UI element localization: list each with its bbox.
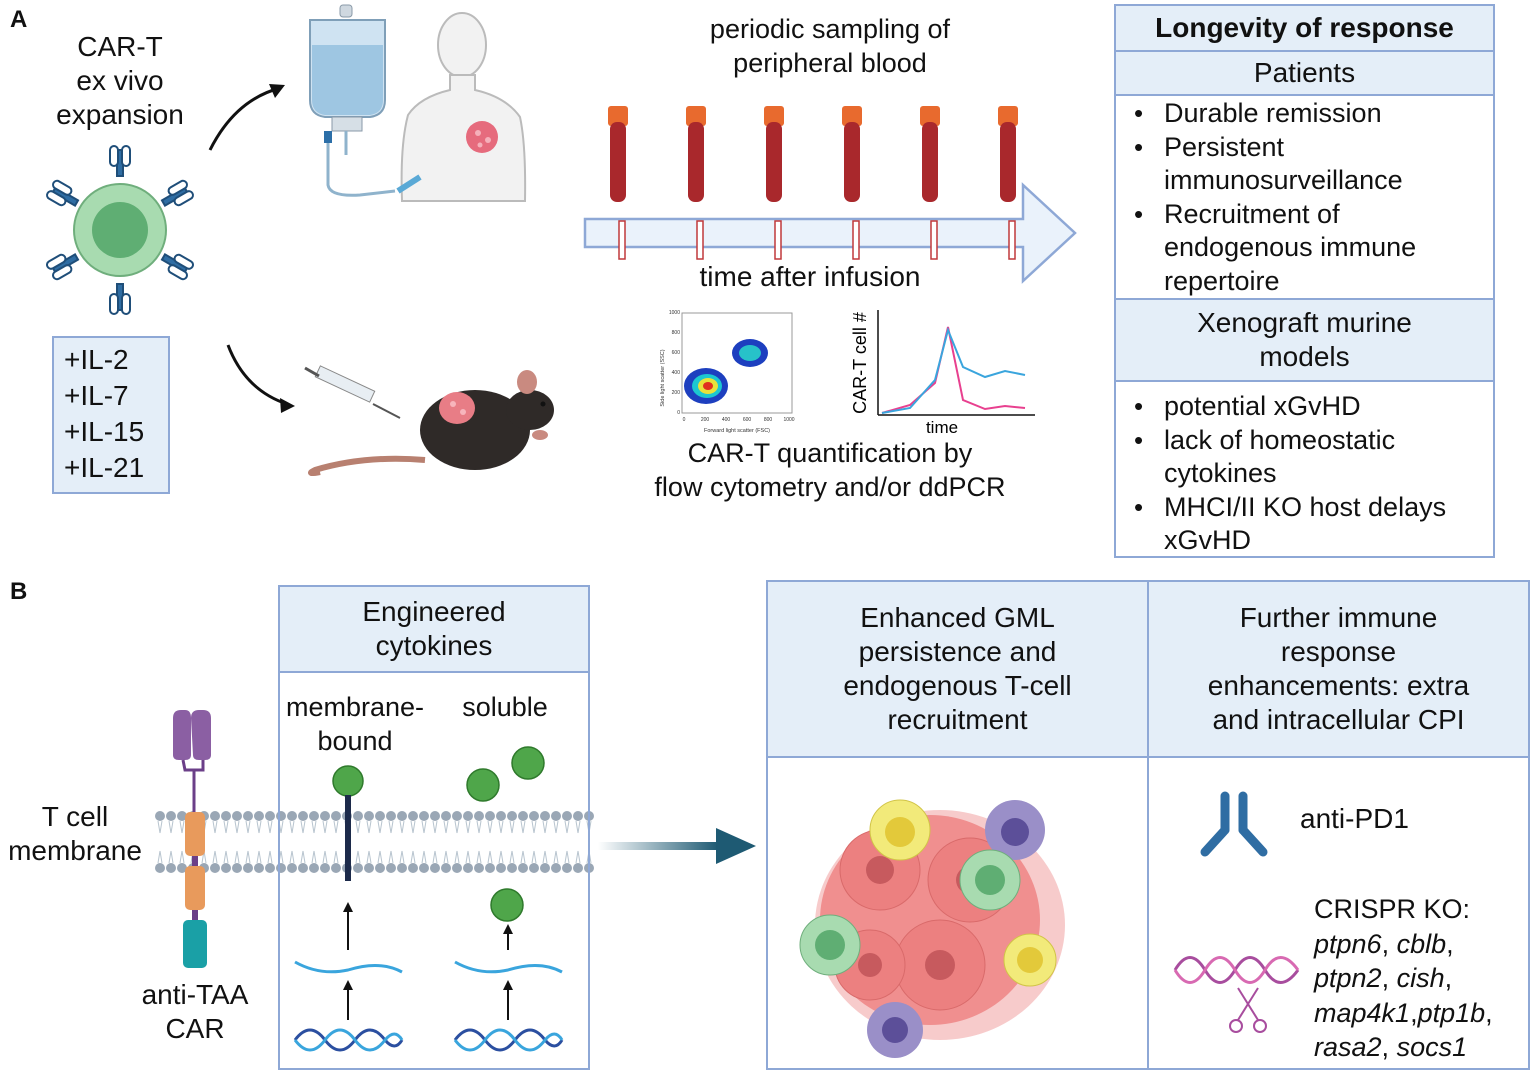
- enhanced-gml-header: Enhanced GML persistence and endogenous …: [766, 580, 1149, 758]
- membrane-bound-cytokine-icon: [332, 765, 364, 881]
- flow-xtick-label: 400: [722, 417, 731, 423]
- sampling-title: periodic sampling of peripheral blood: [709, 14, 951, 78]
- flow-ytick-label: 800: [672, 330, 681, 336]
- flow-ytick-label: 200: [672, 390, 681, 396]
- crispr-ko-list: CRISPR KO: ptpn6, cblb, ptpn2, cish, map…: [1314, 894, 1493, 1062]
- green-car-t-cell-icon: [959, 849, 1021, 911]
- timeline-arrow-icon: [583, 182, 1077, 284]
- patients-header: Patients: [1114, 50, 1495, 96]
- longevity-title: Longevity of response: [1114, 4, 1495, 52]
- flow-xtick-label: 200: [701, 417, 710, 423]
- flow-ytick-label: 600: [672, 350, 681, 356]
- list-item: lack of homeostatic cytokines: [1116, 424, 1486, 491]
- green-car-t-cell-icon: [799, 914, 861, 976]
- panel-label-a: A: [10, 6, 28, 33]
- engineered-cytokines-header: Engineered cytokines: [278, 585, 590, 673]
- patient-silhouette-icon: [396, 12, 527, 202]
- svg-text:CAR-T cell #: CAR-T cell #: [850, 312, 870, 414]
- syringe-icon: [304, 365, 401, 419]
- svg-text:time: time: [926, 418, 958, 437]
- soluble-label: soluble: [462, 692, 548, 722]
- sampling-tick: [696, 220, 704, 260]
- scissors-icon: [1229, 987, 1267, 1033]
- cytokine-il15: +IL-15: [64, 416, 145, 447]
- blood-tube-icon: [920, 106, 940, 202]
- flow-cytometry-plot: Side light scatter (SSC) Forward light s…: [660, 310, 795, 434]
- purple-immune-cell-icon: [985, 800, 1045, 860]
- mrna-icon: [294, 960, 403, 974]
- t-cell-membrane-label: T cell membrane: [8, 801, 142, 866]
- patients-list: Durable remission Persistent immunosurve…: [1116, 97, 1486, 298]
- flow-xtick-label: 0: [683, 417, 686, 423]
- further-immune-header: Further immune response enhancements: ex…: [1147, 580, 1530, 758]
- yellow-t-cell-icon: [1003, 933, 1057, 987]
- cart-expansion-label: CAR-T ex vivo expansion: [56, 31, 184, 130]
- svg-text:Side light scatter (SSC): Side light scatter (SSC): [660, 349, 666, 406]
- xenograft-list: potential xGvHD lack of homeostatic cyto…: [1116, 390, 1486, 558]
- soluble-cytokines-icon: [466, 746, 545, 922]
- xenograft-header: Xenograft murine models: [1114, 298, 1495, 382]
- cytokine-supplement-box: +IL-2 +IL-7 +IL-15 +IL-21: [52, 336, 170, 494]
- progression-arrow-icon: [598, 828, 756, 864]
- flow-ytick-label: 0: [677, 410, 680, 416]
- cytokine-il2: +IL-2: [64, 344, 129, 375]
- flow-xtick-label: 1000: [783, 417, 794, 423]
- list-item: potential xGvHD: [1116, 390, 1486, 424]
- sampling-tick: [852, 220, 860, 260]
- blood-tube-icon: [842, 106, 862, 202]
- purple-immune-cell-icon: [867, 1002, 923, 1058]
- car-t-cell-icon: [46, 145, 194, 315]
- series-line-blue: [881, 326, 1026, 414]
- series-line-pink: [881, 326, 1026, 414]
- soluble-expression-icon: [453, 924, 564, 1052]
- sampling-tick: [618, 220, 626, 260]
- arrow-to-mouse-icon: [226, 344, 295, 413]
- mrna-icon: [454, 960, 563, 974]
- blood-tube-icon: [998, 106, 1018, 202]
- car-receptor-icon: [46, 145, 194, 315]
- cytokine-il21: +IL-21: [64, 452, 145, 483]
- list-item: Durable remission: [1116, 97, 1486, 131]
- crispr-dna-scissors-icon: [1173, 956, 1300, 1033]
- membrane-bound-label: membrane- bound: [285, 692, 425, 756]
- blood-tube-icon: [608, 106, 628, 202]
- svg-text:Forward light scatter (FSC): Forward light scatter (FSC): [704, 428, 770, 434]
- blood-tube-icon: [764, 106, 784, 202]
- dna-helix-icon: [293, 1028, 404, 1052]
- quant-caption: CAR-T quantification by flow cytometry a…: [654, 438, 1006, 502]
- anti-pd1-label: anti-PD1: [1300, 803, 1409, 834]
- mouse-icon: [304, 365, 554, 477]
- iv-bag-icon: [309, 4, 396, 197]
- flow-xtick-label: 800: [764, 417, 773, 423]
- dna-helix-icon: [453, 1028, 564, 1052]
- flow-ytick-label: 400: [672, 370, 681, 376]
- membrane-bound-expression-icon: [293, 902, 404, 1052]
- flow-ytick-label: 1000: [669, 310, 680, 316]
- time-after-infusion-label: time after infusion: [699, 261, 921, 292]
- antibody-icon: [1200, 791, 1268, 857]
- list-item: Persistent immunosurveillance: [1116, 131, 1486, 198]
- car-construct-icon: [173, 710, 211, 968]
- cytokine-il7: +IL-7: [64, 380, 129, 411]
- yellow-t-cell-icon: [869, 799, 931, 861]
- car-t-kinetics-plot: CAR-T cell # time: [850, 310, 1035, 437]
- blood-tube-icon: [686, 106, 706, 202]
- sampling-tick: [774, 220, 782, 260]
- list-item: Recruitment of endogenous immune reperto…: [1116, 198, 1486, 299]
- arrow-to-patient-icon: [208, 84, 285, 151]
- panel-label-b: B: [10, 578, 28, 605]
- tumor-microenvironment-icon: [799, 799, 1065, 1058]
- anti-taa-car-label: anti-TAA CAR: [141, 979, 249, 1044]
- sampling-tick: [930, 220, 938, 260]
- sampling-tick: [1008, 220, 1016, 260]
- flow-xtick-label: 600: [743, 417, 752, 423]
- blood-tubes-icon: [608, 106, 1018, 202]
- list-item: MHCI/II KO host delays xGvHD: [1116, 491, 1486, 558]
